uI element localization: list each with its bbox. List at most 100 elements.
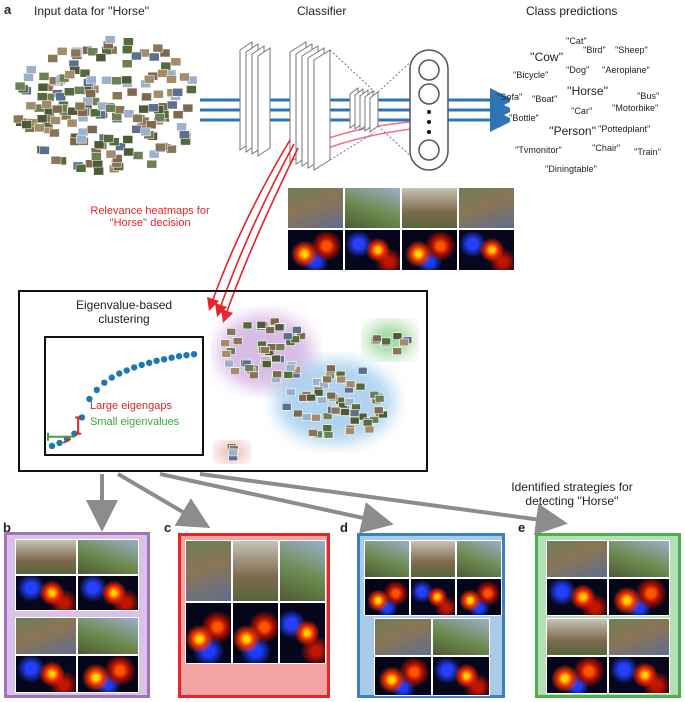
c-heatmap-3 (279, 602, 326, 664)
d-heatmap-4 (374, 656, 432, 696)
eigenvalue-point (86, 395, 93, 403)
cluster-thumbnail (355, 382, 366, 391)
input-thumbnail (122, 45, 133, 54)
eigenvalue-plot (44, 336, 204, 456)
input-thumbnail (105, 149, 117, 159)
input-thumbnail (155, 142, 166, 152)
cluster-thumbnail (373, 406, 384, 415)
d-photo-3 (456, 540, 502, 578)
clustering-title-line2: clustering (98, 312, 150, 326)
cluster-thumbnail (362, 419, 373, 427)
input-thumbnail (166, 144, 177, 154)
input-image-cloud (8, 30, 208, 180)
input-thumbnail (21, 120, 32, 129)
input-thumbnail (126, 87, 138, 97)
cluster-thumbnail (349, 409, 360, 417)
input-thumbnail (47, 54, 58, 63)
eigenvalue-point (138, 361, 145, 369)
input-thumbnail (114, 105, 125, 115)
cluster-thumbnail (322, 412, 333, 420)
e-photo-4 (608, 618, 670, 656)
input-thumbnail (74, 86, 85, 95)
input-thumbnail (50, 155, 62, 165)
clustering-title-line1: Eigenvalue-based (76, 298, 173, 312)
cluster-thumbnail (261, 360, 272, 369)
class-pottedplant: ''Pottedplant'' (598, 124, 651, 134)
panel-letter-b: b (3, 520, 11, 535)
class-bus: ''Bus'' (637, 91, 660, 101)
input-thumbnail (132, 114, 143, 123)
input-thumbnail (159, 48, 171, 58)
eigenvalue-curve (47, 351, 198, 450)
e-photo-2 (608, 540, 670, 578)
input-thumbnail (76, 134, 87, 144)
e-photo-3 (546, 618, 608, 656)
panel-c (178, 533, 330, 698)
cluster-thumbnail (242, 321, 253, 330)
d-heatmap-1 (364, 578, 410, 616)
input-thumbnail (85, 89, 96, 98)
class-bottle: ''Bottle'' (509, 113, 539, 123)
cluster-thumbnail (282, 332, 293, 341)
input-thumbnail (152, 43, 164, 53)
input-thumbnail (86, 75, 97, 85)
input-thumbnail (123, 37, 134, 46)
cluster-embedding (216, 314, 414, 462)
panel-e (535, 533, 681, 698)
strategy-arrows (86, 472, 568, 536)
output-neuron-2 (418, 83, 440, 105)
input-thumbnail (131, 125, 142, 134)
cluster-thumbnail (374, 394, 385, 403)
cluster-thumbnail (372, 334, 382, 343)
input-thumbnail (90, 108, 101, 117)
input-thumbnail (34, 123, 45, 133)
input-thumbnail (13, 114, 24, 124)
cluster-thumbnail (293, 409, 303, 418)
cluster-thumbnail (323, 430, 334, 439)
class-aeroplane: ''Aeroplane'' (602, 65, 650, 75)
eigenvalue-point (168, 354, 175, 361)
input-thumbnail (55, 92, 66, 102)
small-eigenvalues-label: Small eigenvalues (90, 416, 180, 428)
input-thumbnail (70, 48, 82, 58)
input-thumbnail (148, 103, 159, 113)
c-photo-3 (279, 540, 326, 602)
input-thumbnail (64, 87, 75, 96)
small-gap-mark (62, 437, 72, 444)
input-thumbnail (160, 61, 172, 71)
input-thumbnail (122, 135, 134, 144)
cluster-thumbnail (336, 375, 346, 384)
cluster-thumbnail (345, 380, 356, 389)
input-thumbnail (153, 89, 164, 99)
cluster-thumbnail (274, 323, 285, 332)
input-thumbnail (112, 91, 123, 100)
d-photo-4 (374, 618, 432, 656)
class-dog: ''Dog'' (566, 65, 590, 75)
example-heatmap-2 (344, 229, 401, 271)
cluster-thumbnail (392, 332, 403, 341)
class-sofa: ''Sofa'' (497, 92, 523, 102)
cluster-thumbnail (244, 364, 255, 373)
cluster-thumbnail (313, 388, 324, 397)
b-photo-2 (77, 539, 139, 575)
cluster-thumbnail (230, 367, 240, 375)
cluster-thumbnail (292, 326, 302, 334)
c-photo-1 (185, 540, 232, 602)
input-thumbnail (131, 51, 142, 61)
e-heatmap-3 (546, 656, 608, 694)
eigenvalue-point (78, 414, 86, 421)
input-data-label: Input data for ''Horse'' (34, 4, 150, 18)
class-train: ''Train'' (634, 147, 662, 157)
output-neuron-n (418, 139, 440, 161)
input-thumbnail (50, 116, 61, 125)
d-photo-1 (364, 540, 410, 578)
b-photo-3 (15, 617, 77, 655)
cluster-thumbnail (224, 359, 234, 368)
input-thumbnail (145, 120, 157, 130)
cluster-thumbnail (326, 364, 336, 373)
cluster-thumbnail (286, 388, 296, 397)
strategies-label-line1: Identified strategies for (511, 480, 633, 494)
b-heatmap-3 (15, 655, 77, 693)
class-boat: ''Boat'' (532, 94, 558, 104)
eigenvalue-point (48, 442, 56, 450)
